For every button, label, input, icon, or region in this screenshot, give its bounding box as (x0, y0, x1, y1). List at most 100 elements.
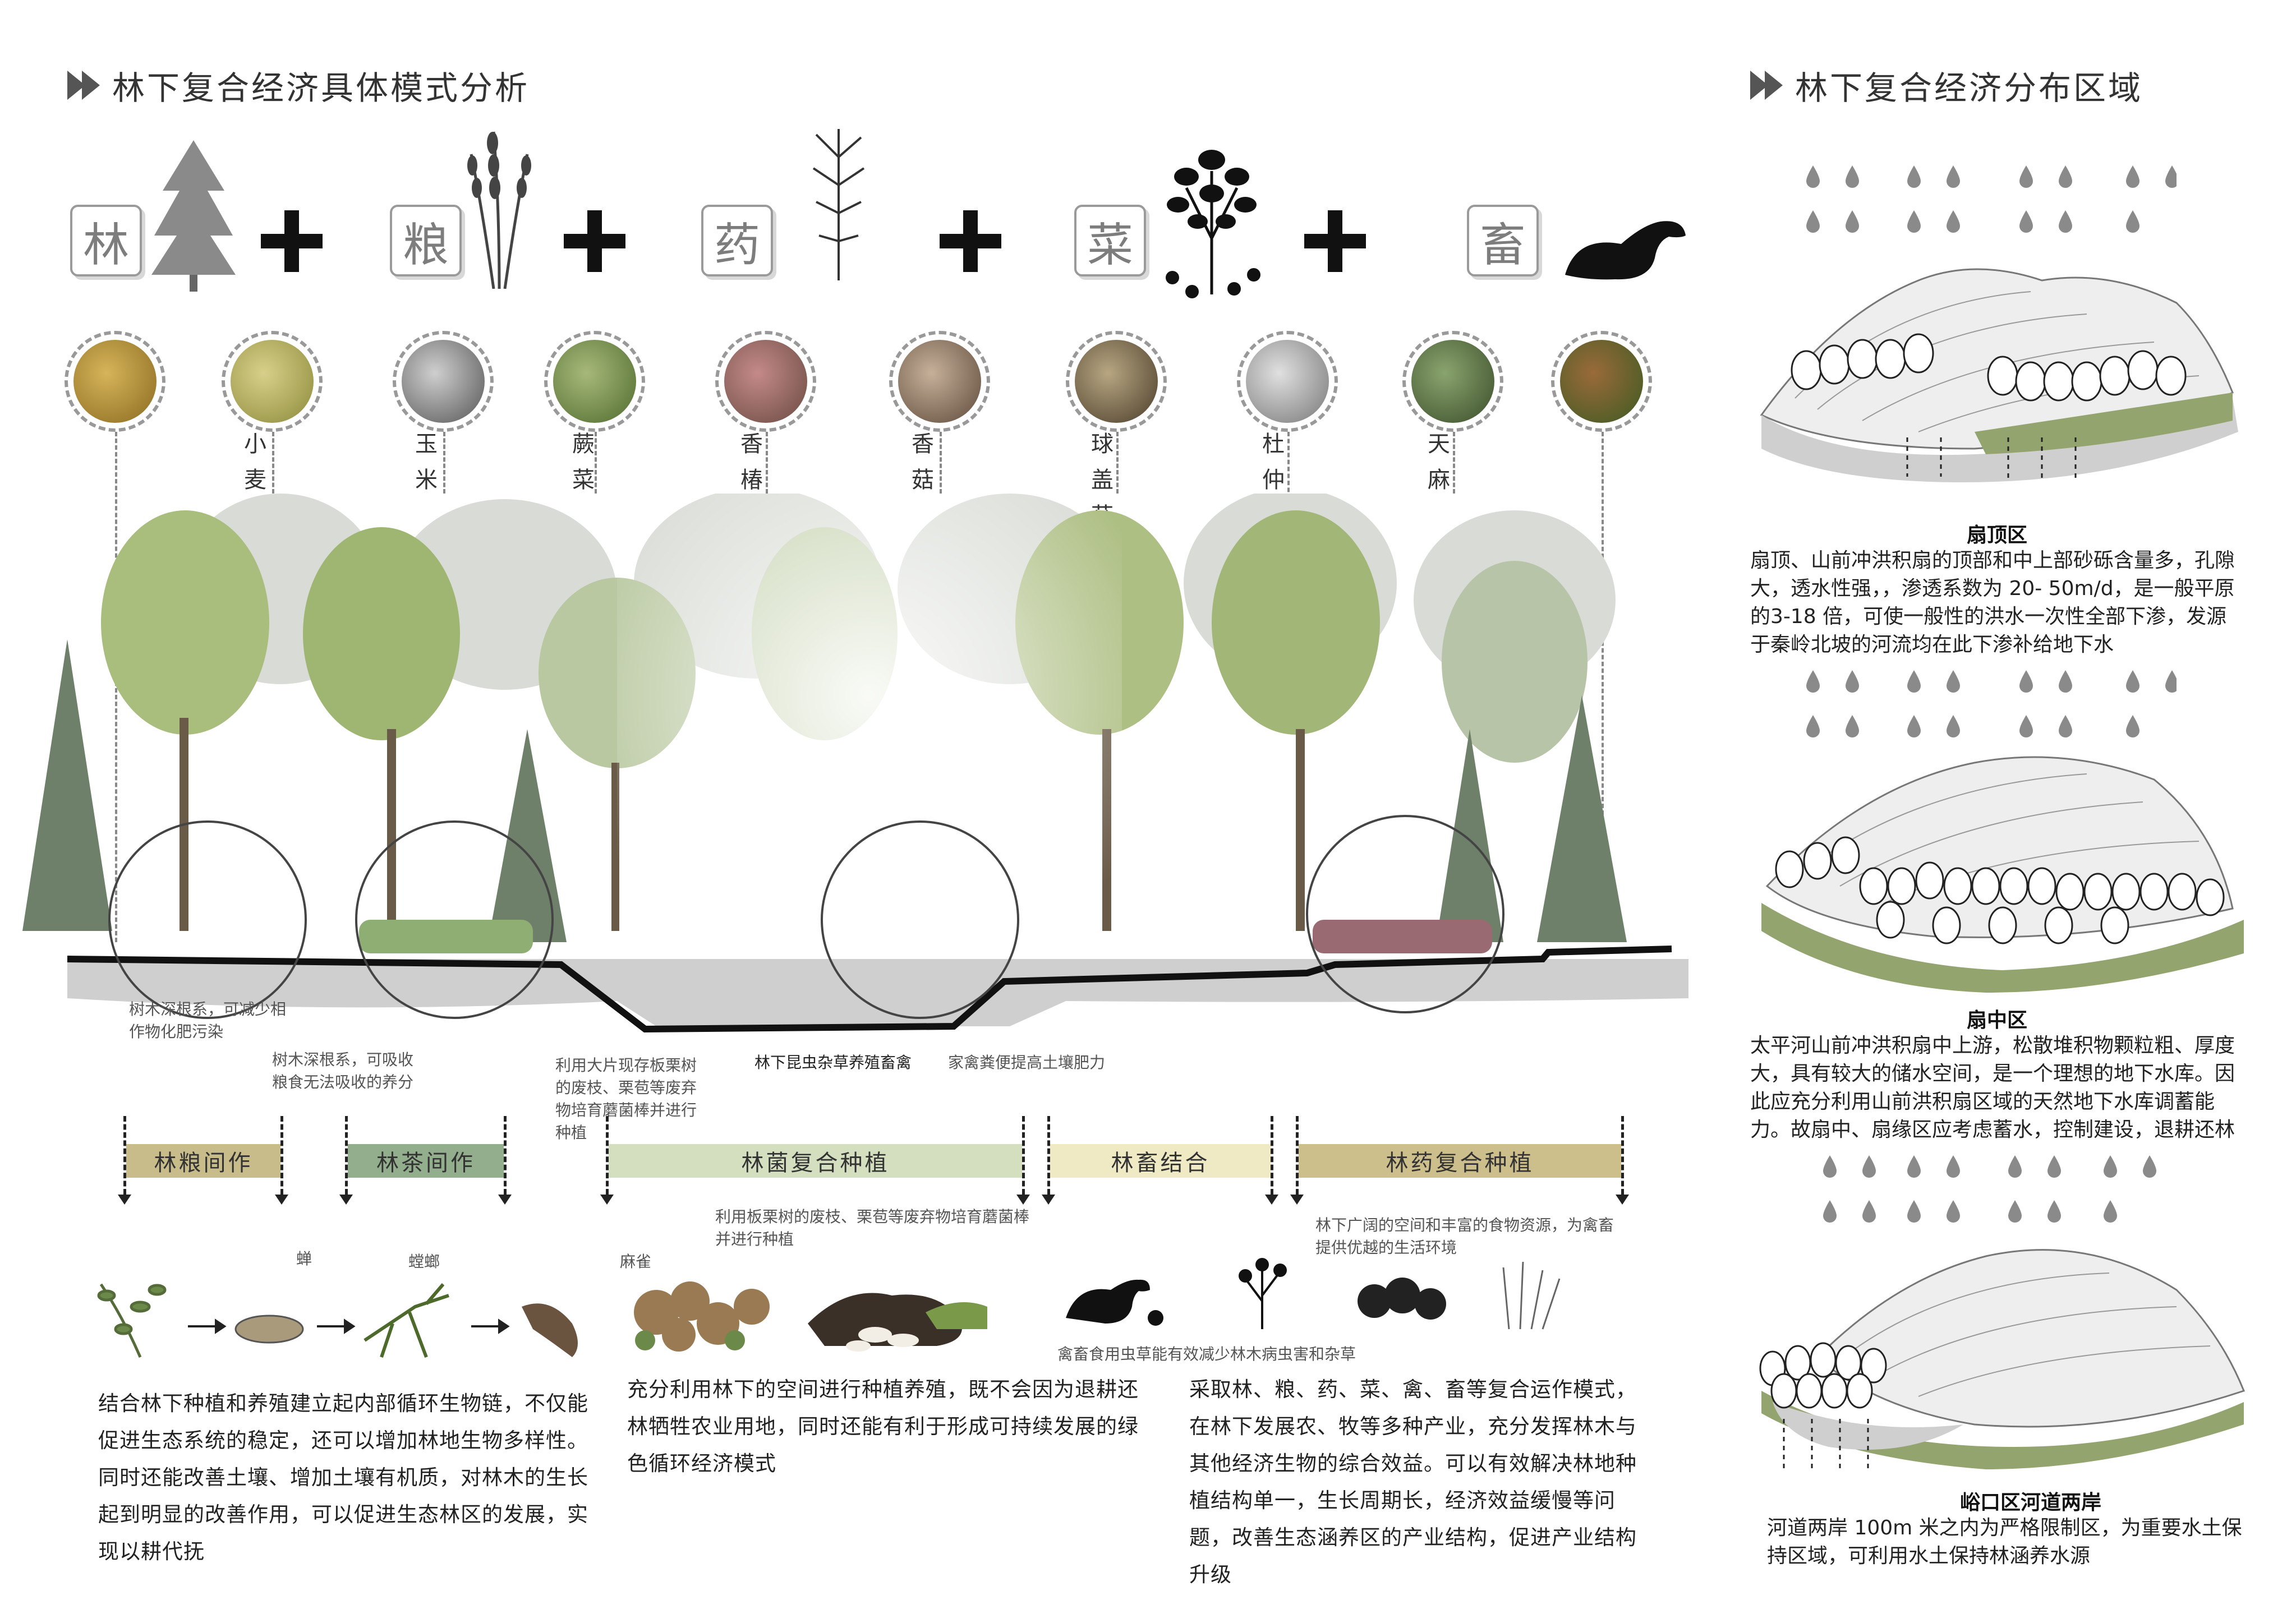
photo-circle-shiitake (889, 331, 990, 432)
paragraph-composite-mode: 采取林、粮、药、菜、禽、畜等复合运作模式，在林下发展农、牧等多种产业，充分发挥林… (1189, 1377, 1637, 1587)
root-note-2: 树木深根系，可吸收粮食无法吸收的养分 (272, 1050, 414, 1091)
valley-mouth-illustration (1759, 1249, 2245, 1469)
plus-icon (940, 210, 1001, 272)
wheat-icon (467, 131, 531, 289)
livestock-and-plants-illustration (1066, 1258, 1561, 1330)
mushroom-and-soil-illustration (634, 1281, 987, 1352)
cicada-label: 蝉 (296, 1249, 312, 1268)
mode-bar-forest-fungus: 林菌复合种植 (609, 1144, 1022, 1178)
paragraph-biological-chain: 结合林下种植和养殖建立起内部循环生物链，不仅能促进生态系统的稳定，还可以增加林地… (98, 1391, 588, 1564)
arrow-down-icon (339, 1195, 353, 1205)
mode-bar-forest-grain: 林粮间作 (126, 1144, 280, 1178)
bracket-line (504, 1116, 507, 1195)
guide-line (940, 432, 942, 494)
guide-line (1116, 432, 1119, 494)
arrow-down-icon (275, 1195, 288, 1205)
guide-line (1287, 432, 1290, 499)
guide-line (272, 432, 274, 494)
herb-icon (812, 129, 865, 280)
guide-line (1602, 432, 1604, 937)
zone-title-fan-top: 扇顶区 (1966, 524, 2027, 547)
arrow-down-icon (1042, 1195, 1055, 1205)
root-note-1: 树木深根系，可减少相作物化肥污染 (129, 1000, 287, 1041)
zone-title-valley: 峪口区河道两岸 (1959, 1491, 2101, 1514)
rain-drops-icon (1823, 1155, 2156, 1223)
right-section-header: 林下复合经济分布区域 (1750, 62, 2143, 109)
guide-line (115, 432, 117, 942)
crop-label-wheat: 小麦 (244, 431, 266, 493)
zone-text-fan-top: 扇顶、山前冲洪积扇的顶部和中上部砂砾含量多，孔隙大，透水性强，，渗透系数为 20… (1750, 549, 2235, 656)
crop-label-fern: 蕨菜 (572, 431, 595, 493)
crop-label-toona: 香椿 (740, 431, 763, 493)
bracket-line (606, 1116, 609, 1195)
alluvial-fan-middle-illustration (1761, 756, 2244, 993)
arrow-down-icon (1016, 1195, 1030, 1205)
double-chevron-icon (67, 71, 100, 100)
mushroom-note-2: 利用板栗树的废枝、栗苞等废弃物培育蘑菌棒并进行种植 (715, 1207, 1030, 1248)
guide-line (766, 432, 768, 494)
photo-circle-eucommia (1237, 331, 1338, 432)
alluvial-fan-top-illustration (1760, 268, 2238, 482)
arrow-down-icon (498, 1195, 512, 1205)
zone-text-valley: 河道两岸 100m 米之内为严格限制区，为重要水土保持区域，可利用水土保持林涵养… (1767, 1516, 2242, 1567)
photo-circle-stropharia (1066, 331, 1167, 432)
element-livestock-box: 畜 (1467, 205, 1539, 276)
goose-icon (1565, 221, 1686, 280)
manure-note: 家禽粪便提高土壤肥力 (948, 1053, 1106, 1072)
plus-icon (564, 210, 625, 272)
rain-drops-icon (1806, 165, 2177, 233)
bracket-line (1621, 1116, 1624, 1195)
forest-section-illustration (22, 494, 1688, 1033)
photo-circle-wheat (222, 331, 323, 432)
mode-bar-forest-tea: 林茶间作 (348, 1144, 504, 1178)
photo-circle-toona (715, 331, 816, 432)
crop-label-corn: 玉米 (415, 431, 438, 493)
plus-icon (261, 210, 323, 272)
element-vegetable-box: 菜 (1074, 205, 1146, 276)
element-forest-box: 林 (70, 205, 142, 276)
photo-circle-chestnut (1551, 331, 1652, 432)
livestock-note: 林下广阔的空间和丰富的食物资源，为禽畜提供优越的生活环境 (1315, 1216, 1614, 1257)
tree-icon (151, 140, 236, 292)
arrow-down-icon (1265, 1195, 1278, 1205)
right-section-title: 林下复合经济分布区域 (1795, 69, 2143, 107)
bracket-line (345, 1116, 348, 1195)
guide-line (595, 432, 597, 494)
zone-text-fan-middle: 太平河山前冲洪积扇中上游，松散堆积物颗粒粗、厚度大，具有较大的储水空间，是一个理… (1750, 1034, 2235, 1141)
guide-line (443, 432, 445, 494)
element-grain-box: 粮 (390, 205, 462, 276)
arrow-down-icon (600, 1195, 614, 1205)
bracket-line (280, 1116, 283, 1195)
crop-label-shiitake: 香菇 (912, 431, 934, 493)
photo-circle-gastrodia (1402, 331, 1503, 432)
mushroom-note: 利用大片现存板栗树的废枝、栗苞等废弃物培育蘑菌棒并进行种植 (555, 1056, 697, 1142)
bracket-line (1047, 1116, 1050, 1195)
bracket-line (1271, 1116, 1273, 1195)
poultry-note: 禽畜食用虫草能有效减少林木病虫害和杂草 (1057, 1345, 1356, 1363)
guide-line (1453, 432, 1455, 494)
crop-label-gastrodia: 天麻 (1428, 431, 1450, 493)
crop-label-eucommia: 杜仲 (1262, 431, 1285, 493)
mantis-label: 螳螂 (408, 1252, 440, 1271)
double-chevron-icon (1750, 71, 1783, 100)
photo-circle-fern (544, 331, 645, 432)
left-section-header: 林下复合经济具体模式分析 (67, 62, 530, 109)
vegetable-plant-icon (1166, 150, 1260, 298)
paragraph-space-use: 充分利用林下的空间进行种植养殖，既不会因为退耕还林牺牲农业用地，同时还能有利于形… (627, 1377, 1139, 1476)
bracket-line (123, 1116, 126, 1195)
arrow-down-icon (118, 1195, 131, 1205)
photo-circle-corn (393, 331, 494, 432)
arrow-down-icon (1616, 1195, 1629, 1205)
element-medicine-box: 药 (701, 205, 773, 276)
rain-drops-icon (1806, 670, 2177, 737)
mode-bar-forest-medicine: 林药复合种植 (1299, 1144, 1621, 1178)
bracket-line (1296, 1116, 1299, 1195)
insect-note: 林下昆虫杂草养殖畜禽 (754, 1053, 912, 1072)
mode-bar-forest-livestock: 林畜结合 (1050, 1144, 1271, 1178)
left-section-title: 林下复合经济具体模式分析 (112, 69, 530, 107)
zone-title-fan-middle: 扇中区 (1966, 1009, 2027, 1032)
food-chain-illustration (97, 1283, 578, 1358)
photo-circle-1 (65, 331, 165, 432)
sparrow-label: 麻雀 (620, 1252, 652, 1271)
plus-icon (1304, 210, 1366, 272)
